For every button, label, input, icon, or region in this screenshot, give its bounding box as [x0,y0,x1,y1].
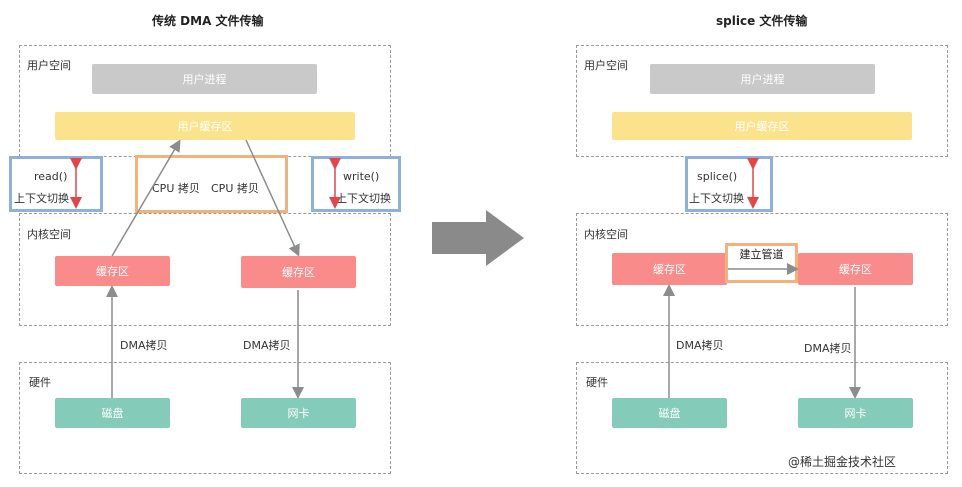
right-user-buffer-box: 用户缓存区 [612,112,912,140]
left-read-context-frame [9,156,103,212]
left-write-context-label: 上下文切换 [336,192,391,205]
left-user-buffer-box: 用户缓存区 [55,112,355,140]
right-diagram-title: splice 文件传输 [716,14,808,28]
left-user-space-label: 用户空间 [27,59,71,72]
right-kernel-buffer-1: 缓存区 [612,253,727,285]
left-cpu-copy-label-1: CPU 拷贝 [152,182,200,195]
right-splice-context-frame [685,156,773,212]
left-read-context-label: 上下文切换 [14,192,69,205]
right-kernel-space-region [576,213,948,326]
right-user-space-label: 用户空间 [584,59,628,72]
right-dma-copy-label-1: DMA拷贝 [676,339,724,352]
watermark-label: @稀土掘金技术社区 [788,455,897,469]
left-kernel-buffer-2: 缓存区 [241,256,356,288]
right-kernel-space-label: 内核空间 [584,228,628,241]
right-nic-box: 网卡 [798,398,913,428]
transition-arrow-icon [432,210,524,266]
right-user-process-box: 用户进程 [650,64,875,94]
right-pipe-frame: 建立管道 [725,243,798,283]
left-nic-box: 网卡 [241,398,356,428]
left-kernel-buffer-1: 缓存区 [55,256,170,286]
left-write-call-label: write() [343,170,380,183]
left-user-process-box: 用户进程 [92,64,317,94]
right-splice-context-label: 上下文切换 [689,192,744,205]
left-cpu-copy-label-2: CPU 拷贝 [211,182,259,195]
left-kernel-space-label: 内核空间 [27,228,71,241]
left-read-call-label: read() [34,170,68,183]
left-hardware-label: 硬件 [29,376,51,389]
left-dma-copy-label-1: DMA拷贝 [120,339,168,352]
right-kernel-buffer-2: 缓存区 [798,253,913,285]
right-pipe-label: 建立管道 [739,248,784,261]
right-dma-copy-label-2: DMA拷贝 [804,342,852,355]
left-dma-copy-label-2: DMA拷贝 [243,339,291,352]
right-hardware-label: 硬件 [586,376,608,389]
right-hardware-region [576,362,948,474]
left-hardware-region [19,362,391,474]
right-splice-call-label: splice() [697,170,738,183]
left-cpu-arrow-user-to-buffer [245,139,300,257]
left-cpu-arrow-buffer-to-user [111,139,181,257]
left-kernel-space-region [19,213,391,326]
left-diagram-title: 传统 DMA 文件传输 [152,14,264,28]
left-disk-box: 磁盘 [55,398,170,428]
left-write-context-frame [311,156,401,212]
right-disk-box: 磁盘 [612,398,727,428]
left-cpu-copy-frame [135,155,288,213]
